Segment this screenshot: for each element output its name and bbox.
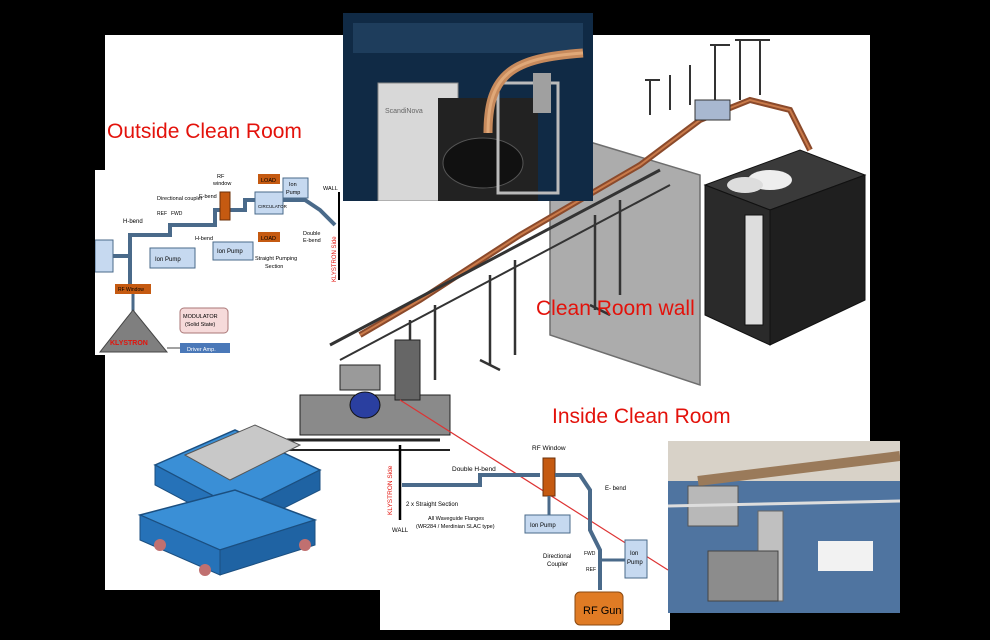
svg-text:E- bend: E- bend <box>605 486 626 492</box>
ceiling-hangers <box>645 39 770 115</box>
svg-text:window: window <box>212 181 231 187</box>
svg-text:(WR284 / Merdinian SLAC type): (WR284 / Merdinian SLAC type) <box>416 524 495 530</box>
svg-text:LOAD: LOAD <box>261 236 276 242</box>
svg-text:Driver Amp.: Driver Amp. <box>187 347 216 353</box>
svg-text:2 x Straight Section: 2 x Straight Section <box>406 502 458 508</box>
svg-text:Section: Section <box>265 264 283 270</box>
label-klystron: KLYSTRON <box>110 340 148 347</box>
svg-text:Ion: Ion <box>289 182 297 188</box>
svg-text:REF: REF <box>157 211 167 217</box>
svg-text:WALL: WALL <box>323 186 338 192</box>
svg-text:Straight Pumping: Straight Pumping <box>255 256 297 262</box>
blue-optical-table <box>137 424 322 576</box>
modulator-photo: ScandiNova <box>343 13 593 201</box>
svg-text:E-bend: E-bend <box>303 238 321 244</box>
svg-text:RF: RF <box>217 174 225 180</box>
svg-text:RF Window: RF Window <box>532 445 566 452</box>
svg-text:(Solid State): (Solid State) <box>185 322 215 328</box>
label-klystron-side: KLYSTRON Side <box>332 236 338 282</box>
svg-text:Coupler: Coupler <box>547 562 568 568</box>
inside-clean-room-label: Inside Clean Room <box>552 405 731 428</box>
outside-schematic: H-bend Directional coupler REF FWD Ion P… <box>95 174 340 353</box>
clean-room-wall-label: Clean Room wall <box>536 297 695 320</box>
inside-schematic: KLYSTRON Side WALL Double H-bend 2 x Str… <box>387 445 648 626</box>
connection-line <box>399 399 669 571</box>
svg-text:LOAD: LOAD <box>261 178 276 184</box>
cabinet-brand: ScandiNova <box>385 108 423 115</box>
label-h-bend: H-bend <box>123 219 143 225</box>
accelerator-cluster <box>265 339 451 451</box>
svg-text:RF Window: RF Window <box>118 287 144 293</box>
outside-clean-room-label: Outside Clean Room <box>107 120 302 143</box>
label-double-h-bend: Double H-bend <box>452 466 496 473</box>
svg-text:E-bend: E-bend <box>199 194 217 200</box>
svg-text:Pump: Pump <box>627 560 643 566</box>
label-ion-pump-1: Ion Pump <box>155 257 181 263</box>
svg-text:CIRCULATOR: CIRCULATOR <box>258 204 288 209</box>
svg-text:Directional: Directional <box>543 554 571 560</box>
label-rf-gun: RF Gun <box>583 605 622 617</box>
modulator-cabinet-3d <box>703 149 867 346</box>
svg-text:FWD: FWD <box>584 551 596 557</box>
svg-text:REF: REF <box>586 567 596 573</box>
svg-text:All Waveguide Flanges: All Waveguide Flanges <box>428 516 484 522</box>
svg-text:Double: Double <box>303 231 320 237</box>
svg-text:FWD: FWD <box>171 211 183 217</box>
svg-text:H-bend: H-bend <box>195 236 213 242</box>
svg-text:Ion: Ion <box>630 551 638 557</box>
svg-text:WALL: WALL <box>392 528 409 534</box>
label-ion-pump-2: Ion Pump <box>217 249 243 255</box>
label-inside-klystron-side: KLYSTRON Side <box>387 465 394 515</box>
label-directional-coupler: Directional coupler <box>157 196 203 202</box>
svg-text:Pump: Pump <box>286 190 300 196</box>
installed-waveguide-photo <box>668 441 900 613</box>
svg-text:Ion Pump: Ion Pump <box>530 523 556 529</box>
svg-text:MODULATOR: MODULATOR <box>183 314 218 320</box>
